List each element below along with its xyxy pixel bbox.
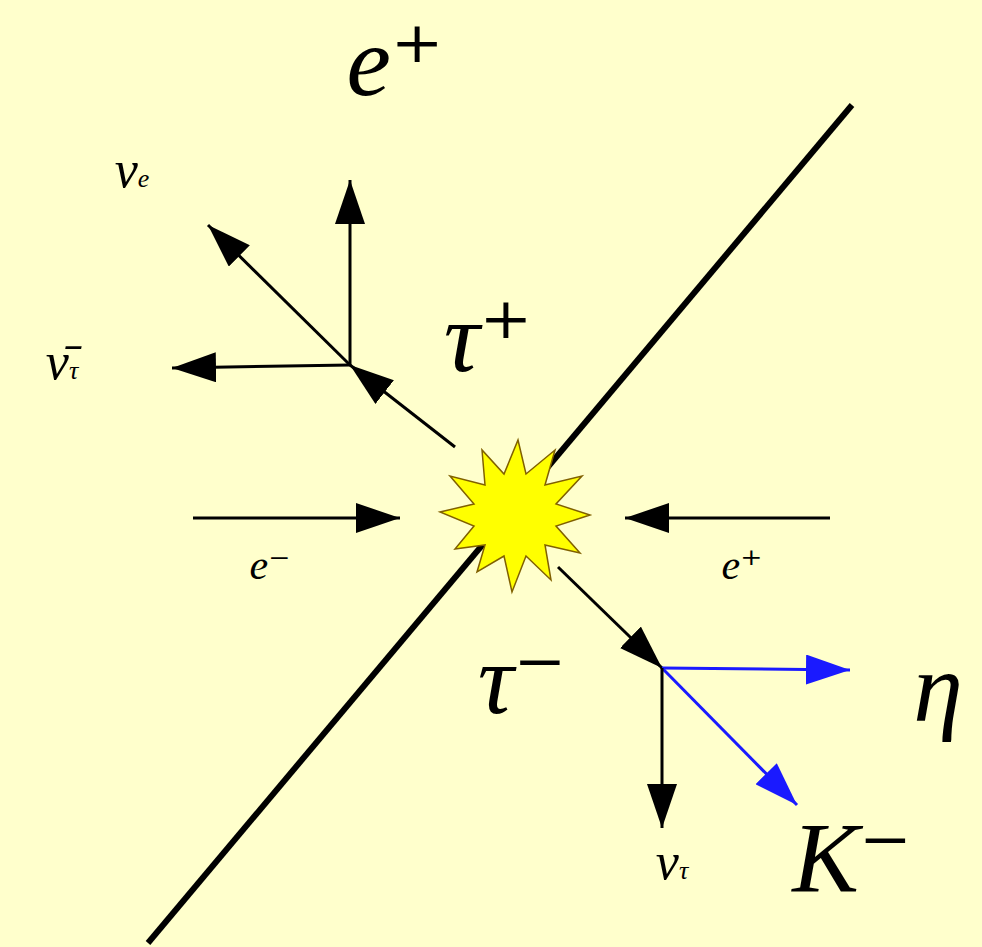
neutrino-tau-arrow: [661, 668, 664, 828]
neutrino-e-arrow: [208, 225, 350, 365]
tau-minus-arrow: [558, 567, 662, 668]
particle-label: K⁻: [792, 808, 911, 908]
particle-label: e⁺: [722, 544, 763, 586]
particle-label: νe: [115, 144, 150, 196]
particle-label: e⁻: [250, 544, 291, 586]
positron-arrow: [349, 180, 352, 365]
beam-axis-line: [148, 105, 852, 943]
kaon-arrow: [662, 668, 797, 805]
particle-label: ν̄τ: [46, 336, 78, 388]
particle-label: τ⁺: [444, 288, 533, 388]
positron-beam-arrow: [625, 517, 830, 520]
tau-plus-arrow: [350, 365, 455, 447]
particle-label: ντ: [656, 836, 688, 888]
particle-label: τ⁻: [478, 630, 567, 730]
particle-label: η: [913, 638, 963, 738]
particle-label: e⁺: [346, 12, 443, 112]
eta-arrow: [662, 668, 850, 670]
collision-burst: [440, 440, 590, 592]
antineutrino-tau-arrow: [172, 365, 350, 368]
electron-beam-arrow: [193, 517, 400, 520]
